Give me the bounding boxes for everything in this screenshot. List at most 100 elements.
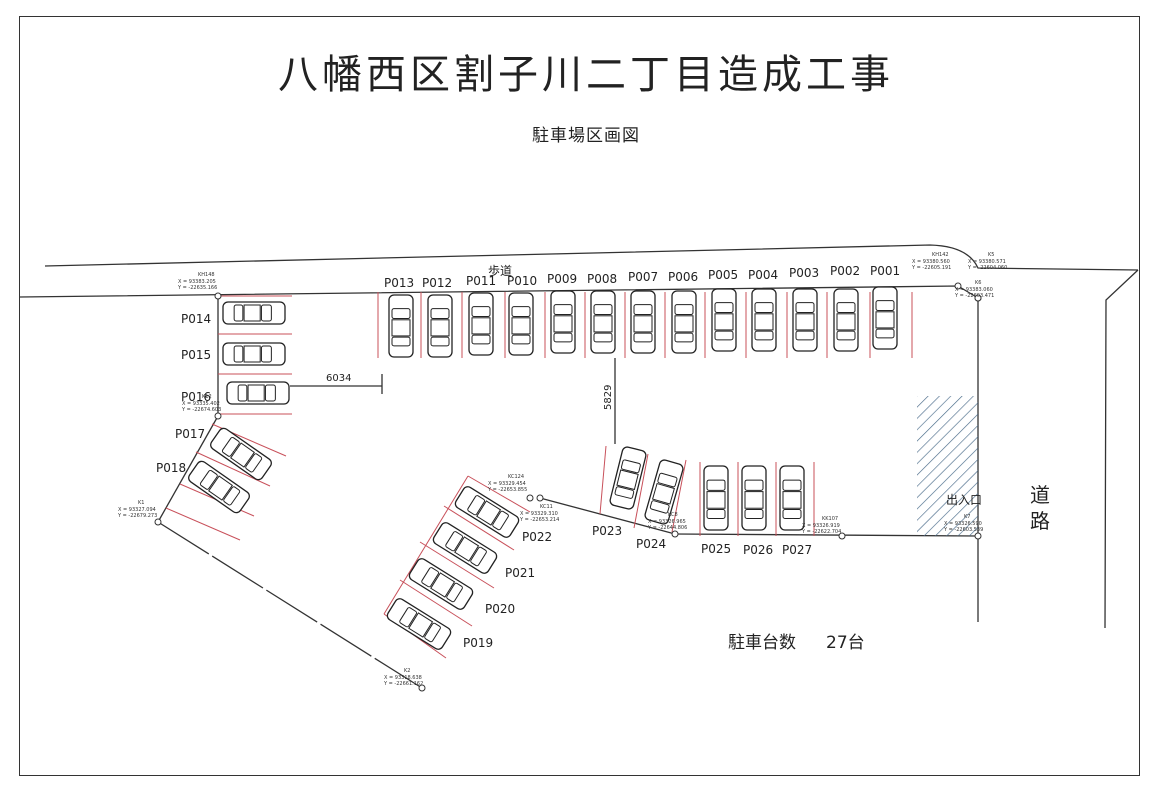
lot-edge-sw bbox=[157, 415, 219, 523]
space-label-p007: P007 bbox=[628, 270, 658, 284]
survey-y: Y = -22644.806 bbox=[647, 525, 687, 531]
survey-id: KK107 bbox=[822, 516, 838, 522]
sidewalk-label: 歩道 bbox=[488, 263, 512, 278]
space-label-p020: P020 bbox=[485, 602, 515, 616]
survey-y: Y = -22622.704 bbox=[801, 529, 841, 535]
survey-x: X = 93380.571 bbox=[968, 259, 1006, 265]
car-p008 bbox=[590, 290, 616, 354]
survey-id: K5 bbox=[988, 252, 994, 258]
dim-horizontal: 6034 bbox=[326, 373, 351, 384]
car-p022 bbox=[454, 486, 520, 538]
survey-x: X = 93326.965 bbox=[648, 519, 686, 525]
space-label-p003: P003 bbox=[789, 266, 819, 280]
survey-x: X = 93380.560 bbox=[912, 259, 950, 265]
survey-id: K1 bbox=[138, 500, 144, 506]
stall-edge bbox=[383, 475, 469, 615]
car-p012 bbox=[427, 294, 453, 358]
space-label-p023: P023 bbox=[592, 524, 622, 538]
lot-edge-south bbox=[157, 521, 423, 689]
road-edge-right bbox=[1104, 269, 1139, 629]
survey-y: Y = -22605.191 bbox=[911, 265, 951, 271]
survey-point-k6 bbox=[974, 294, 982, 302]
space-labels: P001P002P003P004P005P006P007P008P009P010… bbox=[156, 264, 900, 650]
stall-divider bbox=[443, 505, 515, 551]
parking-count: 駐車台数 27台 bbox=[728, 628, 865, 653]
survey-id: KC124 bbox=[508, 474, 524, 480]
space-label-p005: P005 bbox=[708, 268, 738, 282]
lot-edge-mid bbox=[539, 497, 676, 535]
car-p004 bbox=[751, 288, 777, 352]
survey-y: Y = -22674.603 bbox=[181, 407, 221, 413]
stall-divider bbox=[419, 541, 495, 589]
space-label-p022: P022 bbox=[522, 530, 552, 544]
survey-y: Y = -22635.166 bbox=[177, 285, 217, 291]
space-label-p014: P014 bbox=[181, 312, 211, 326]
dim-vertical: 5829 bbox=[603, 385, 614, 410]
survey-id: KC11 bbox=[540, 504, 553, 510]
survey-point-kc11 bbox=[536, 494, 544, 502]
car-p026 bbox=[741, 465, 767, 531]
survey-id: KH148 bbox=[198, 272, 215, 278]
car-p021 bbox=[432, 522, 498, 574]
space-label-p004: P004 bbox=[748, 268, 778, 282]
stall-divider bbox=[599, 445, 607, 515]
survey-y: Y = -22661.162 bbox=[383, 681, 423, 687]
survey-point-k7 bbox=[974, 532, 982, 540]
car-p007 bbox=[630, 290, 656, 354]
space-label-p006: P006 bbox=[668, 270, 698, 284]
car-p019 bbox=[386, 598, 452, 650]
survey-point-kh148 bbox=[214, 292, 222, 300]
survey-y: Y = -22603.471 bbox=[954, 293, 994, 299]
survey-points bbox=[154, 282, 982, 692]
survey-point-kh142 bbox=[954, 282, 962, 290]
survey-x: X = 93329.454 bbox=[488, 481, 526, 487]
survey-id: KH142 bbox=[932, 252, 949, 258]
car-p023 bbox=[609, 446, 647, 510]
drawing-title: 八幡西区割子川二丁目造成工事 bbox=[278, 52, 894, 98]
survey-x: X = 93329.310 bbox=[520, 511, 558, 517]
survey-id: K6 bbox=[975, 280, 981, 286]
car-p013 bbox=[388, 294, 414, 358]
space-label-p018: P018 bbox=[156, 461, 186, 475]
survey-y: Y = -22679.273 bbox=[117, 513, 157, 519]
survey-x: X = 93335.402 bbox=[182, 401, 220, 407]
stall-divider bbox=[165, 507, 241, 541]
survey-x: X = 93326.919 bbox=[802, 523, 840, 529]
space-label-p025: P025 bbox=[701, 542, 731, 556]
car-p024 bbox=[644, 459, 684, 525]
stall-divider bbox=[399, 579, 473, 627]
car-p015 bbox=[222, 342, 286, 366]
car-p002 bbox=[833, 288, 859, 352]
car-p001 bbox=[872, 286, 898, 350]
survey-id: KC8 bbox=[668, 512, 678, 518]
space-label-p017: P017 bbox=[175, 427, 205, 441]
car-p005 bbox=[711, 288, 737, 352]
car-p020 bbox=[408, 558, 474, 610]
space-label-p012: P012 bbox=[422, 276, 452, 290]
survey-x: X = 93383.060 bbox=[955, 287, 993, 293]
space-label-p001: P001 bbox=[870, 264, 900, 278]
survey-y: Y = -22653.214 bbox=[519, 517, 559, 523]
car-p010 bbox=[508, 292, 534, 356]
sidewalk-top-edge bbox=[44, 244, 1139, 271]
space-label-p008: P008 bbox=[587, 272, 617, 286]
space-label-p013: P013 bbox=[384, 276, 414, 290]
stall-divider bbox=[195, 451, 271, 487]
survey-point-kc124 bbox=[526, 494, 534, 502]
road-label-1: 道 bbox=[1030, 483, 1050, 507]
space-label-p015: P015 bbox=[181, 348, 211, 362]
survey-point-k1 bbox=[154, 518, 162, 526]
parking-count-label: 駐車台数 bbox=[728, 633, 796, 653]
space-label-p027: P027 bbox=[782, 543, 812, 557]
survey-point-kk107 bbox=[838, 532, 846, 540]
parking-count-value: 27台 bbox=[826, 633, 865, 653]
car-p027 bbox=[779, 465, 805, 531]
survey-point-kc8 bbox=[671, 530, 679, 538]
car-p006 bbox=[671, 290, 697, 354]
survey-id: K12 bbox=[202, 394, 212, 400]
car-p003 bbox=[792, 288, 818, 352]
survey-x: X = 93327.094 bbox=[118, 507, 156, 513]
road-label-2: 路 bbox=[1030, 509, 1050, 533]
space-label-p026: P026 bbox=[743, 543, 773, 557]
